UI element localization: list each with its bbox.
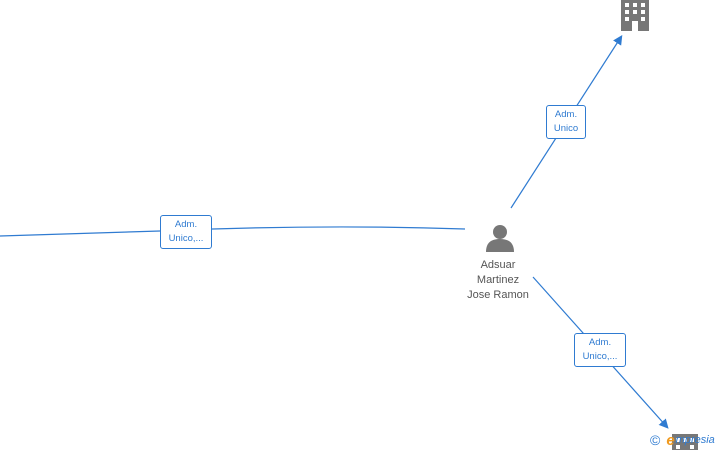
footer-brand: © e mpresia <box>650 430 715 450</box>
edge-label-line: Adm. <box>588 337 612 348</box>
edge-label-line: Adm. <box>174 219 198 230</box>
person-name-line: Martinez <box>476 274 520 286</box>
edge-line-left <box>0 226 466 237</box>
person-icon[interactable] <box>486 225 514 252</box>
edge-label-left[interactable]: Adm. Unico,... <box>160 215 212 249</box>
building-icon[interactable] <box>621 0 649 31</box>
edge-label-line: Unico,... <box>582 351 618 362</box>
edge-label-line: Unico,... <box>168 233 204 244</box>
person-name-line: Jose Ramon <box>467 289 529 301</box>
brand-logo-initial: e <box>666 431 675 449</box>
person-name-line: Adsuar <box>480 259 516 271</box>
brand-name: mpresia <box>675 434 715 446</box>
edge-label-line: Adm. <box>554 109 578 120</box>
edge-label-bottom[interactable]: Adm. Unico,... <box>574 333 626 367</box>
edge-label-line: Unico <box>553 123 579 134</box>
edge-label-top[interactable]: Adm. Unico <box>546 105 586 139</box>
person-name[interactable]: Adsuar Martinez Jose Ramon <box>458 258 538 303</box>
copyright-symbol: © <box>650 432 661 448</box>
building-icon[interactable] <box>672 434 698 450</box>
